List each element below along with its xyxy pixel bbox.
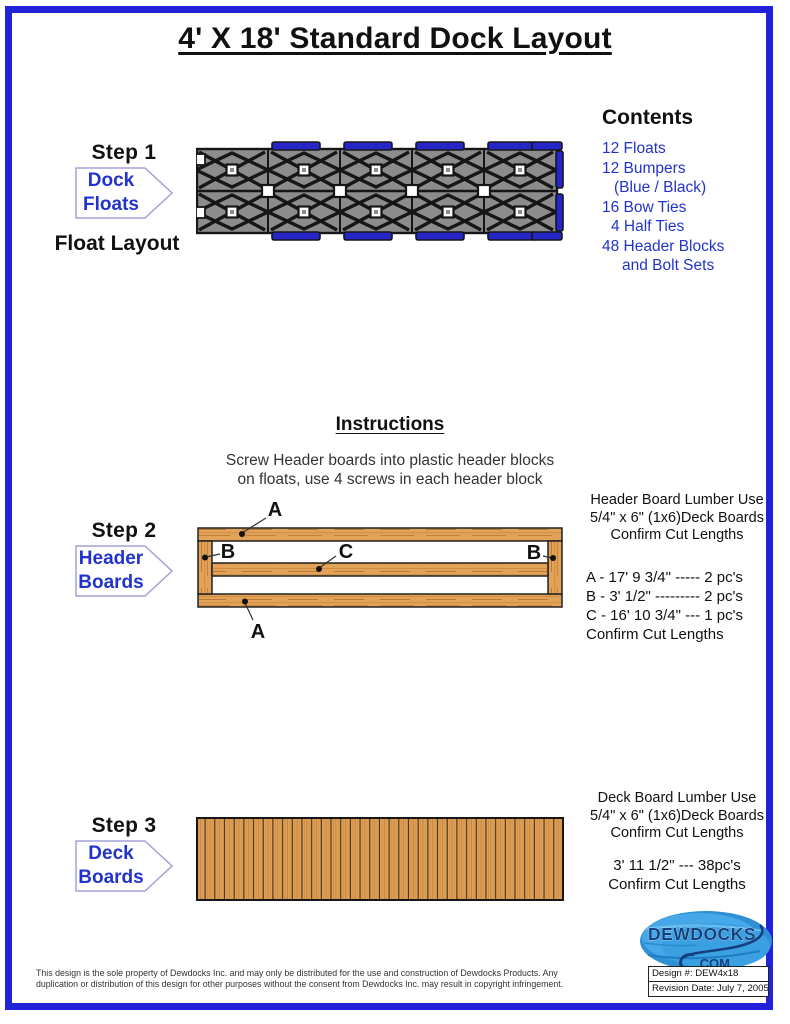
step1-arrow-line2: Floats — [83, 194, 139, 215]
step2-label: Step 2 — [91, 519, 157, 542]
instructions-text: Screw Header boards into plastic header … — [150, 451, 630, 489]
bumper-right-edge — [555, 150, 564, 232]
contents-item: 12 Floats — [602, 140, 666, 157]
deck-boards-diagram — [196, 817, 564, 901]
cut-list-line: A - 17' 9 3/4" ----- 2 pc's — [586, 569, 743, 586]
step2-arrow-badge: Header Boards — [75, 545, 173, 597]
header-board-b-right — [547, 540, 563, 595]
contents-item: 12 Bumpers — [602, 159, 686, 177]
contents-panel: Contents 12 Floats 12 Bumpers (Blue / Blac… — [602, 106, 782, 276]
float-layout-diagram — [196, 141, 564, 241]
cut-list-line: Confirm Cut Lengths — [608, 876, 746, 893]
note-line: Deck Board Lumber Use — [597, 790, 757, 806]
bumper-bottom-row — [271, 231, 563, 241]
header-board-a-bottom — [197, 593, 563, 608]
contents-item: 4 Half Ties — [611, 218, 685, 235]
page-border — [5, 6, 773, 1010]
design-number: Design #: DEW4x18 — [649, 967, 768, 982]
cut-list-line: Confirm Cut Lengths — [586, 626, 724, 643]
diagram-label-b-right: B — [527, 542, 541, 564]
contents-item: and Bolt Sets — [622, 257, 715, 274]
diagram-label-a-top: A — [268, 499, 282, 521]
logo-wordmark: DEWDOCKS — [648, 924, 756, 944]
step1-block: Step 1 Dock Floats Float Layout — [55, 141, 190, 256]
contents-item: 48 Header Blocks — [602, 237, 725, 255]
cut-list-line: B - 3' 1/2" --------- 2 pc's — [586, 588, 743, 605]
contents-item: (Blue / Black) — [614, 179, 707, 196]
header-boards-diagram: A B C B A — [197, 499, 563, 643]
step1-label: Step 1 — [91, 141, 157, 164]
note-line: Header Board Lumber Use — [590, 492, 764, 508]
contents-title: Contents — [602, 106, 693, 129]
step1-arrow-badge: Dock Floats — [75, 167, 173, 219]
note-line: Confirm Cut Lengths — [610, 527, 744, 543]
cut-list-line: 3' 11 1/2" --- 38pc's — [613, 857, 741, 874]
header-board-cut-list: A - 17' 9 3/4" ----- 2 pc's B - 3' 1/2" -… — [586, 568, 790, 644]
step3-label: Step 3 — [91, 814, 157, 837]
note-line: 5/4" x 6" (1x6)Deck Boards — [590, 807, 764, 824]
diagram-label-c-middle: C — [339, 541, 353, 563]
note-line: Confirm Cut Lengths — [610, 825, 744, 841]
instructions-line: on floats, use 4 screws in each header b… — [237, 471, 543, 488]
arrow-shape-icon — [75, 545, 173, 597]
step3-arrow-line2: Boards — [78, 867, 144, 888]
step2-arrow-line2: Boards — [78, 572, 144, 593]
instructions-title: Instructions — [335, 414, 445, 435]
step3-block: Step 3 Deck Boards — [58, 814, 190, 892]
step3-arrow-text: Deck Boards — [75, 840, 147, 890]
instructions-line: Screw Header boards into plastic header … — [225, 452, 555, 469]
arrow-shape-icon — [75, 840, 173, 892]
diagram-label-b-left: B — [221, 541, 235, 563]
step1-arrow-line1: Dock — [87, 170, 135, 191]
diagram-label-a-bottom: A — [251, 621, 265, 643]
step1-arrow-text: Dock Floats — [75, 167, 147, 217]
contents-list: 12 Floats 12 Bumpers (Blue / Black) 16 Bow … — [602, 139, 782, 276]
revision-date: Revision Date: July 7, 2005 — [652, 983, 769, 994]
float-layout-caption: Float Layout — [54, 232, 180, 255]
step3-arrow-line1: Deck — [88, 843, 134, 864]
step2-arrow-line1: Header — [78, 548, 144, 569]
header-board-b-left — [197, 540, 213, 595]
step2-block: Step 2 Header Boards — [58, 519, 190, 597]
step3-arrow-badge: Deck Boards — [75, 840, 173, 892]
instructions-section: Instructions Screw Header boards into pl… — [150, 414, 630, 489]
legal-text: This design is the sole property of Dewd… — [36, 968, 650, 990]
page-title: 4' X 18' Standard Dock Layout — [178, 22, 612, 55]
arrow-shape-icon — [75, 167, 173, 219]
bumper-top-row — [271, 141, 563, 151]
dewdocks-logo: DEWDOCKS .COM — [640, 911, 772, 972]
legal-line: This design is the sole property of Dewd… — [36, 968, 558, 978]
header-board-a-top — [197, 527, 563, 542]
header-board-c-middle — [211, 562, 549, 577]
design-info-box: Design #: DEW4x18 Revision Date: July 7,… — [648, 966, 769, 997]
cut-list-line: C - 16' 10 3/4" --- 1 pc's — [586, 607, 743, 624]
contents-item: 16 Bow Ties — [602, 198, 687, 216]
note-line: 5/4" x 6" (1x6)Deck Boards — [590, 509, 764, 526]
step2-arrow-text: Header Boards — [75, 545, 147, 595]
legal-line: duplication or distribution of this desi… — [36, 978, 564, 989]
